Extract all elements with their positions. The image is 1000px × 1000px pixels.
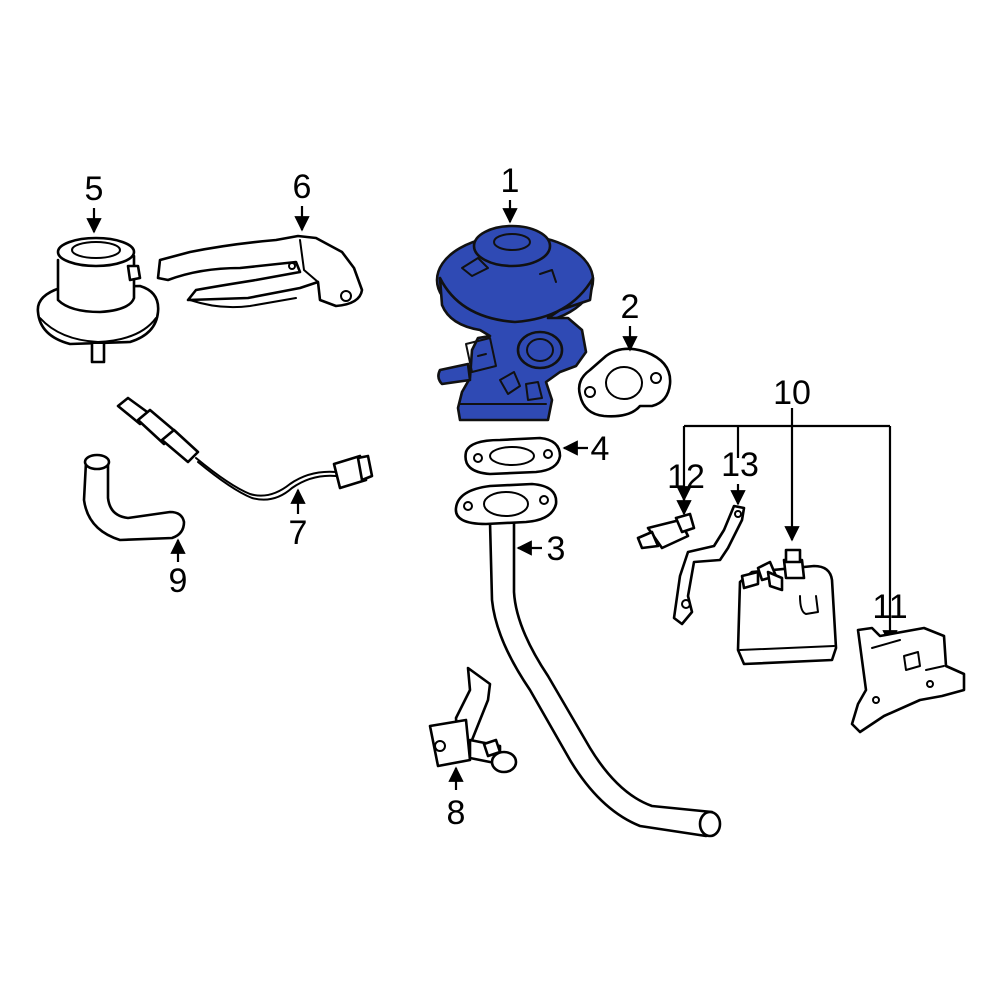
callout-4: 4 xyxy=(591,430,610,468)
callout-9: 9 xyxy=(169,562,188,600)
part-13-bracket[interactable] xyxy=(672,504,746,626)
part-7-oxygen-sensor[interactable] xyxy=(116,396,374,501)
callout-2: 2 xyxy=(621,288,640,326)
callout-11: 11 xyxy=(872,588,907,626)
callout-13: 13 xyxy=(721,446,759,484)
part-8-valve-bracket[interactable] xyxy=(428,666,518,774)
part-6-bracket[interactable] xyxy=(156,234,364,309)
part-4-gasket[interactable] xyxy=(464,436,562,476)
callout-10: 10 xyxy=(773,374,811,412)
callout-3: 3 xyxy=(547,530,566,568)
callout-8: 8 xyxy=(447,794,466,832)
part-12-connector[interactable] xyxy=(636,512,696,550)
part-10-vapor-canister[interactable] xyxy=(736,548,838,666)
callout-12: 12 xyxy=(667,458,705,496)
callout-5: 5 xyxy=(85,170,104,208)
part-2-gasket[interactable] xyxy=(577,347,672,418)
callout-7: 7 xyxy=(289,514,308,552)
part-3-egr-pipe[interactable] xyxy=(454,482,722,838)
callout-1: 1 xyxy=(501,162,520,200)
part-1-egr-valve[interactable] xyxy=(435,224,595,422)
callout-6: 6 xyxy=(293,168,312,206)
part-5-vacuum-modulator[interactable] xyxy=(36,236,160,364)
part-11-canister-bracket[interactable] xyxy=(850,626,966,734)
part-9-hose[interactable] xyxy=(82,453,186,542)
